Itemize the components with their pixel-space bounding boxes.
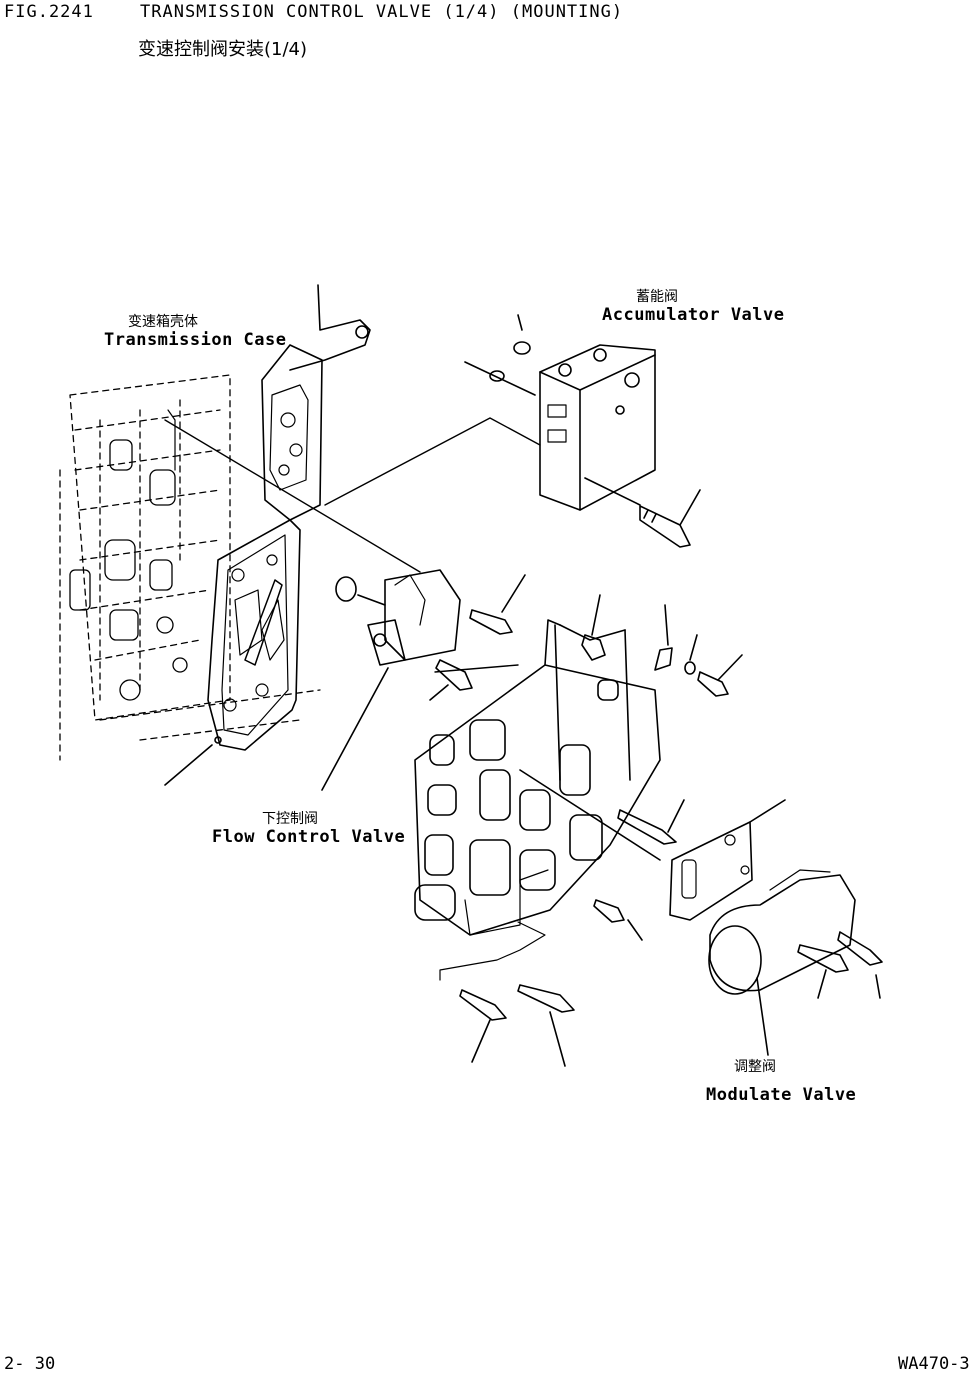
- modulate-valve-label-cn: 调整阀: [734, 1059, 776, 1075]
- model-number: WA470-3: [898, 1354, 970, 1374]
- modulate-valve-label-en: Modulate Valve: [706, 1085, 857, 1105]
- figure-number: FIG.2241: [4, 2, 94, 22]
- assembly-lines: [165, 418, 540, 672]
- gasket-plate-drawing: [165, 520, 300, 785]
- figure-title-cn: 变速控制阀安装(1/4): [138, 39, 308, 60]
- flow-control-valve-label-cn: 下控制阀: [262, 811, 318, 827]
- page-number: 2- 30: [4, 1354, 56, 1374]
- main-valve-body-drawing: [415, 595, 742, 1066]
- transmission-case-label-cn: 变速箱壳体: [128, 314, 198, 330]
- modulate-valve-drawing: [670, 800, 882, 1055]
- flow-control-valve-drawing: [322, 570, 525, 790]
- transmission-case-label-en: Transmission Case: [104, 330, 287, 350]
- transmission-case-drawing: [60, 285, 370, 760]
- accumulator-valve-label-en: Accumulator Valve: [602, 305, 785, 325]
- accumulator-valve-label-cn: 蓄能阀: [636, 289, 678, 305]
- flow-control-valve-label-en: Flow Control Valve: [212, 827, 406, 847]
- accumulator-valve-drawing: [465, 315, 700, 547]
- figure-title-en: TRANSMISSION CONTROL VALVE (1/4) (MOUNTI…: [140, 2, 624, 22]
